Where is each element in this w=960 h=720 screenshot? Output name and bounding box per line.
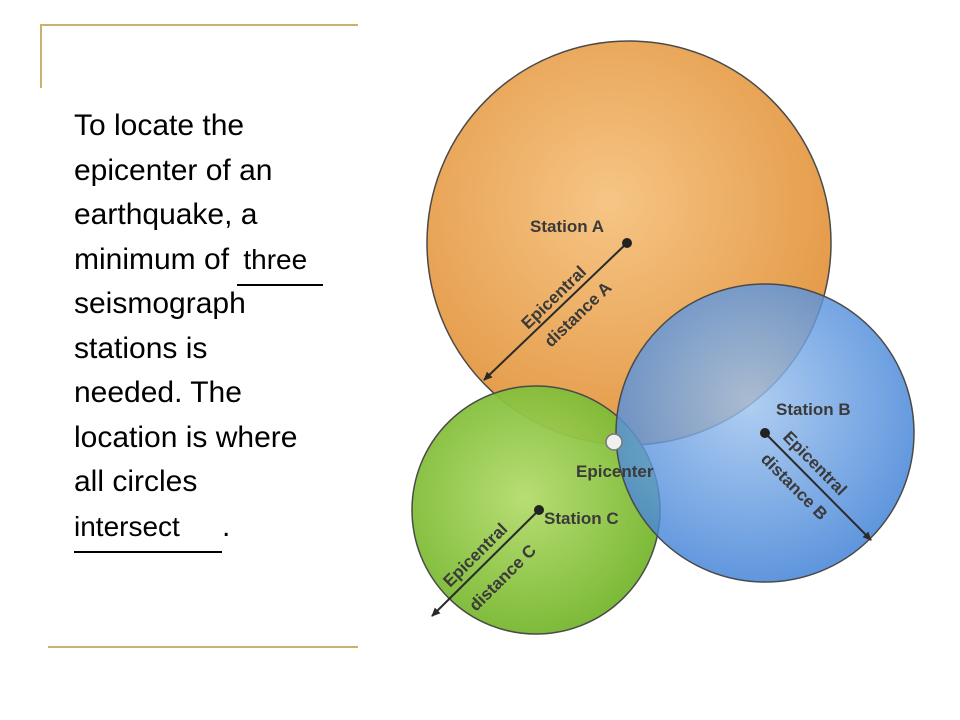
text-line: seismograph	[74, 287, 246, 320]
epicenter-diagram-svg: Station A Station B Station C Epicenter …	[411, 40, 915, 635]
station-b-dot	[760, 428, 770, 438]
blank-underline	[74, 551, 222, 553]
slide-body-text: To locate the epicenter of an earthquake…	[74, 104, 374, 553]
distance-a-arrow	[483, 242, 628, 381]
blank-answer: three	[243, 243, 308, 275]
epicenter-label: Epicenter	[576, 462, 654, 481]
distance-c-arrow	[431, 509, 540, 617]
text-line: earthquake, a	[74, 198, 258, 231]
epicenter-diagram: Station A Station B Station C Epicenter …	[396, 0, 960, 720]
slide-frame-left	[40, 24, 42, 88]
text-line: To locate the	[74, 109, 245, 142]
distance-b-arrow	[764, 432, 872, 541]
text-line: epicenter of an	[74, 153, 273, 187]
fill-in-blank-intersect: intersect	[74, 505, 222, 553]
slide-frame-bottom	[48, 646, 358, 648]
fill-in-blank-three: three	[237, 238, 324, 286]
text-line: location is where	[74, 420, 298, 454]
station-a-label: Station A	[530, 217, 604, 236]
station-c-dot	[534, 505, 544, 515]
station-b-label: Station B	[776, 400, 851, 419]
text-line: needed. The	[74, 376, 242, 409]
station-c-label: Station C	[544, 509, 619, 528]
text-segment: .	[222, 509, 231, 543]
blank-underline	[237, 284, 324, 286]
text-line: minimum of three	[74, 238, 374, 286]
text-line: stations is	[74, 331, 208, 365]
blank-answer: intersect	[74, 510, 180, 542]
epicenter-marker	[605, 433, 623, 451]
text-line: all circles	[74, 465, 198, 498]
station-a-dot	[622, 238, 632, 248]
text-line: intersect .	[74, 505, 374, 553]
slide-frame-top	[40, 24, 358, 26]
text-segment: minimum of	[74, 242, 238, 276]
